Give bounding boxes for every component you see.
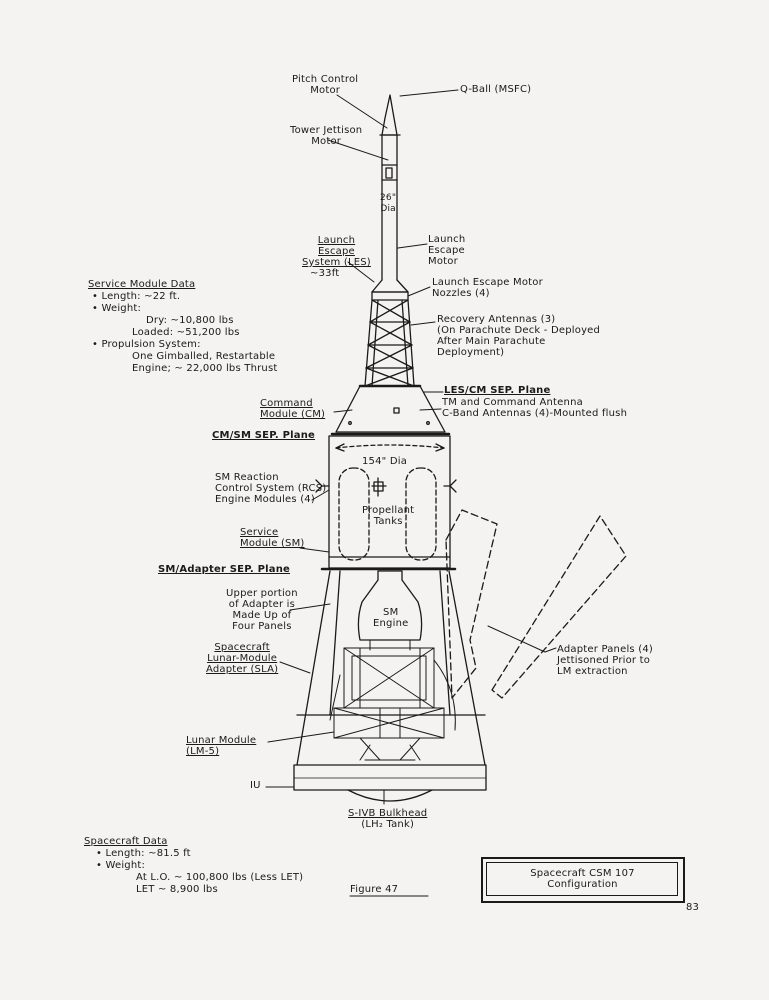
q-ball-label: Q-Ball (MSFC) <box>460 84 532 95</box>
sla-adapter <box>293 570 487 802</box>
les-motor-tube <box>381 134 398 281</box>
lunar-module-label: Lunar Module(LM-5) <box>186 735 257 757</box>
iu-label: IU <box>250 780 261 791</box>
sm-data-title: Service Module Data <box>88 279 196 290</box>
lunar-module-drawing <box>329 639 456 761</box>
les-nose <box>379 94 401 136</box>
page-number: 83 <box>686 902 700 913</box>
figure-label: Figure 47 <box>350 884 399 895</box>
s4b-bulkhead-label: S-IVB Bulkhead(LH₂ Tank) <box>348 808 428 830</box>
caption-box-outer <box>481 857 685 903</box>
les-size-label: ~33ft <box>310 268 340 279</box>
command-module <box>330 384 451 436</box>
service-module <box>315 435 457 571</box>
dia-26-label: 26"Dia <box>380 193 397 214</box>
spacecraft-data-title: Spacecraft Data <box>84 836 168 847</box>
caption-box-inner <box>486 862 678 896</box>
les-cm-sep-label: LES/CM SEP. Plane <box>444 385 551 396</box>
les-tower-truss <box>364 299 415 387</box>
service-module-data: Service Module Data • Length: ~22 ft. • … <box>88 279 278 374</box>
leader-lines <box>265 89 557 805</box>
recovery-antennas-label: Recovery Antennas (3)(On Parachute Deck … <box>437 314 601 358</box>
sm-adapter-sep-label: SM/Adapter SEP. Plane <box>158 564 290 575</box>
cm-sm-sep-label: CM/SM SEP. Plane <box>212 430 315 441</box>
les-nozzle-skirt <box>371 279 409 301</box>
dia-154-label: 154" Dia <box>362 456 408 467</box>
adapter-panels-dashed <box>445 509 627 699</box>
spacecraft-data: Spacecraft Data • Length: ~81.5 ft • Wei… <box>84 836 304 895</box>
